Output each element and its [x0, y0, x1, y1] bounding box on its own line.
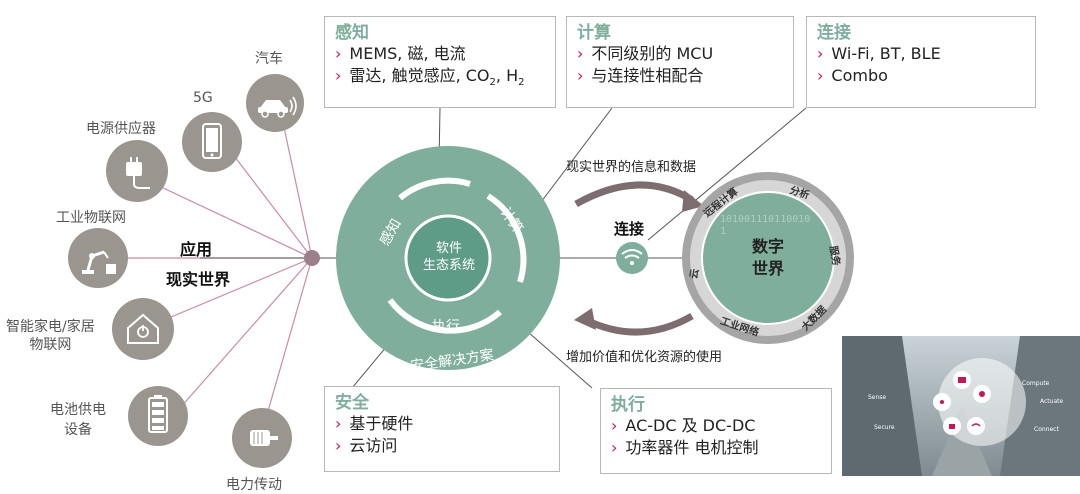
box-compute: 计算 ›不同级别的 MCU ›与连接性相配合 — [566, 16, 794, 108]
app-label-battery: 电池供电 设备 — [50, 402, 106, 438]
battery-icon — [128, 386, 188, 446]
box-actuate-title: 执行 — [611, 395, 645, 415]
car-icon — [246, 74, 304, 132]
charger-icon — [106, 140, 168, 202]
box-compute-item: ›不同级别的 MCU — [577, 44, 714, 63]
app-label-5g: 5G — [193, 90, 213, 106]
box-sense-item: ›MEMS, 磁, 电流 — [335, 44, 466, 63]
phone-icon — [182, 112, 242, 172]
box-actuate-item: ›功率器件 电机控制 — [611, 438, 759, 457]
box-connect: 连接 ›Wi-Fi, BT, BLE ›Combo — [806, 16, 1036, 108]
app-label-smart-home: 智能家电/家居 物联网 — [6, 319, 95, 353]
flow-bottom-label: 增加价值和优化资源的使用 — [566, 350, 723, 365]
photo-label-compute: Compute — [1022, 380, 1050, 387]
digital-binary-texture: 1010011101100101 — [720, 214, 811, 237]
photo-label-connect: Connect — [1034, 426, 1059, 433]
digital-seg-service: 服务 — [826, 245, 842, 267]
box-security: 安全 ›基于硬件 ›云访问 — [324, 386, 560, 472]
app-label-drive: 电力传动 — [226, 477, 282, 493]
center-label-application: 应用 — [180, 240, 213, 259]
box-sense-item: ›雷达, 触觉感应, CO2, H2 — [335, 66, 525, 89]
photo-label-sense: Sense — [868, 394, 887, 401]
app-label-power-supply: 电源供应器 — [86, 121, 156, 137]
box-actuate-item: ›AC-DC 及 DC-DC — [611, 416, 756, 435]
box-sense-title: 感知 — [335, 23, 369, 43]
box-connect-item: ›Wi-Fi, BT, BLE — [817, 44, 941, 63]
ring-actuate-label: 执行 — [432, 319, 460, 335]
motor-icon — [232, 408, 292, 468]
home-icon — [112, 298, 174, 360]
photo-label-secure: Secure — [874, 424, 895, 431]
box-security-title: 安全 — [335, 393, 369, 413]
box-security-item: ›基于硬件 — [335, 414, 414, 433]
robot-arm-icon — [68, 228, 128, 288]
box-actuate: 执行 ›AC-DC 及 DC-DC ›功率器件 电机控制 — [600, 388, 832, 474]
digital-center-label: 数字 世界 — [751, 237, 784, 278]
box-compute-item: ›与连接性相配合 — [577, 66, 704, 85]
connect-label: 连接 — [614, 220, 645, 238]
smart-city-photo: Sense Secure Compute Actuate Connect — [842, 336, 1080, 476]
ring-core-label: 软件 生态系统 — [422, 241, 475, 273]
photo-label-actuate: Actuate — [1040, 398, 1064, 405]
center-label-real-world: 现实世界 — [166, 270, 231, 289]
box-connect-title: 连接 — [817, 23, 851, 43]
box-security-item: ›云访问 — [335, 436, 398, 455]
app-label-car: 汽车 — [255, 51, 283, 67]
flow-top-label: 现实世界的信息和数据 — [566, 160, 697, 175]
box-sense: 感知 ›MEMS, 磁, 电流 ›雷达, 触觉感应, CO2, H2 — [324, 16, 556, 108]
hub-dot — [304, 250, 320, 266]
app-label-iiot: 工业物联网 — [56, 210, 126, 226]
box-compute-title: 计算 — [577, 23, 611, 43]
box-connect-item: ›Combo — [817, 66, 888, 85]
